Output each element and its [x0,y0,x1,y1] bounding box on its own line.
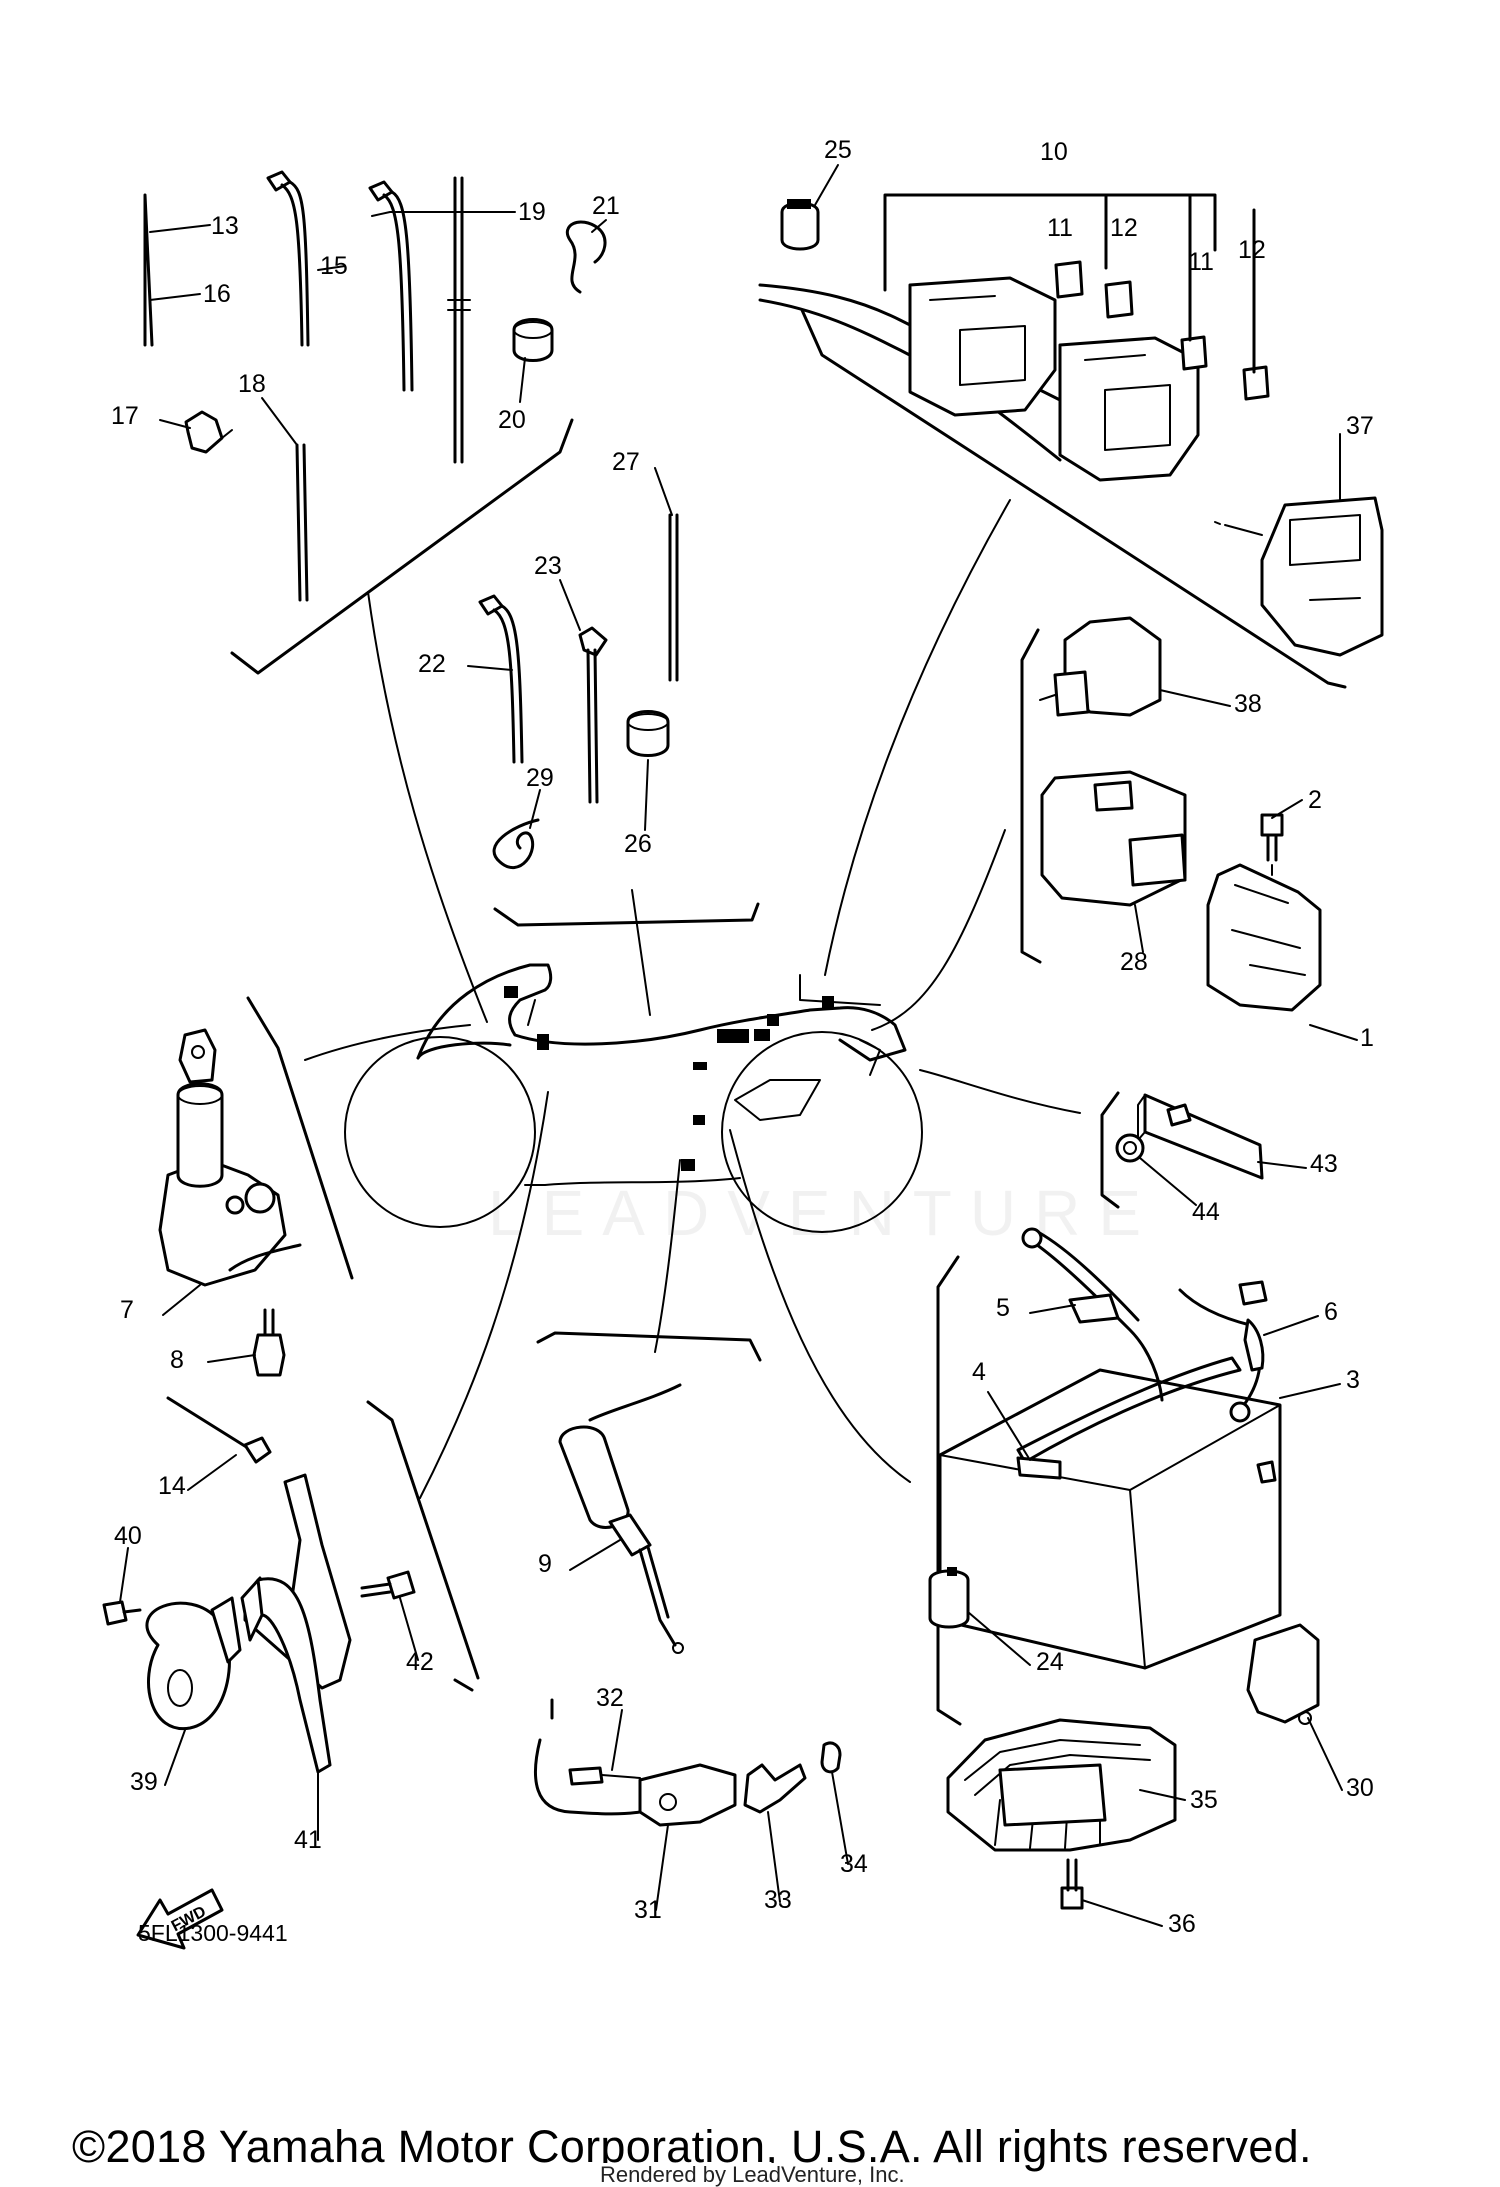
part-label-25: 25 [824,136,852,164]
cable-ties-group [143,170,607,602]
part-label-12b: 12 [1238,236,1266,264]
part-label-29: 29 [526,764,554,792]
part-label-17: 17 [111,402,139,430]
part-label-11b: 11 [1188,248,1214,276]
part-label-44: 44 [1192,1198,1220,1226]
part-label-43: 43 [1310,1150,1338,1178]
part-label-4: 4 [972,1358,986,1386]
part-label-19: 19 [518,198,546,226]
part-label-37: 37 [1346,412,1374,440]
part-label-18: 18 [238,370,266,398]
connector-group [758,193,1384,657]
part-label-34: 34 [840,1850,868,1878]
fwd-arrow-icon [136,1888,224,1950]
part-label-39: 39 [130,1768,158,1796]
part-label-5: 5 [996,1294,1010,1322]
part-label-6: 6 [1324,1298,1338,1326]
part-label-23: 23 [534,552,562,580]
part-label-16: 16 [203,280,231,308]
part-label-27: 27 [612,448,640,476]
motorcycle-outline [344,963,923,1233]
part-label-22: 22 [418,650,446,678]
part-label-35: 35 [1190,1786,1218,1814]
part-label-30: 30 [1346,1774,1374,1802]
group-brackets [230,308,1347,1726]
lamp-group [1115,1093,1264,1180]
leader-lines [304,499,1081,1499]
part-label-26: 26 [624,830,652,858]
part-label-7: 7 [120,1296,134,1324]
part-label-20: 20 [498,406,526,434]
part-label-38: 38 [1234,690,1262,718]
part-label-21: 21 [592,192,620,220]
sensor-group [558,1383,684,1654]
part-label-13: 13 [211,212,239,240]
part-label-3: 3 [1346,1366,1360,1394]
relay-group [1039,616,1322,1012]
part-label-11a: 11 [1047,214,1073,242]
switch-group [158,1028,302,1377]
middle-ties-group [478,513,679,870]
part-label-32: 32 [596,1684,624,1712]
horn-group: FWD [102,1396,416,1950]
part-label-36: 36 [1168,1910,1196,1938]
rendered-by-credit: Rendered by LeadVenture, Inc. [598,2162,907,2187]
part-label-8: 8 [170,1346,184,1374]
part-label-9: 9 [538,1550,552,1578]
part-label-12a: 12 [1110,214,1138,242]
battery-group [928,1227,1320,1725]
diagram-code: 5FL1300-9441 [138,1920,288,1946]
label-leaders [119,164,1358,1927]
part-label-14: 14 [158,1472,186,1500]
rectifier-group [946,1718,1177,1910]
part-label-1: 1 [1360,1024,1374,1052]
speed-sensor-group [533,1698,842,1827]
part-label-2: 2 [1308,786,1322,814]
part-label-10: 10 [1040,138,1068,166]
part-label-42: 42 [406,1648,434,1676]
part-labels: 1 2 3 4 5 6 7 8 9 10 11 12 11 12 13 14 1… [111,136,1374,1938]
watermark: LEADVENTURE [488,1177,1159,1249]
part-label-24: 24 [1036,1648,1064,1676]
part-label-40: 40 [114,1522,142,1550]
